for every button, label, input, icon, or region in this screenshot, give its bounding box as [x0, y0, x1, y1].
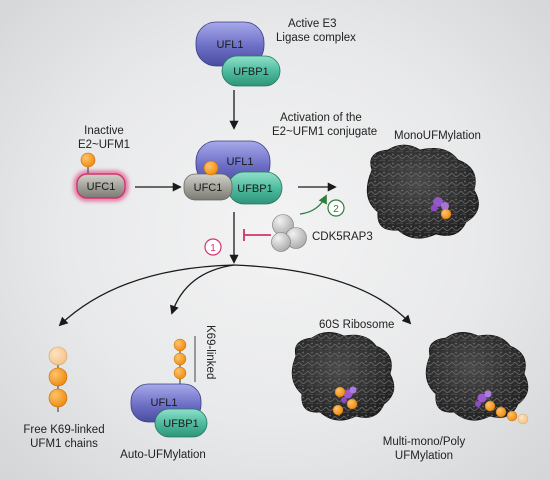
cdk5rap3-protein [271, 214, 307, 252]
ufl1-label-mid: UFL1 [227, 156, 254, 168]
k69-linked-label: K69-linked [204, 325, 216, 379]
ufm1-bead [80, 152, 96, 168]
cdk5rap3-label: CDK5RAP3 [312, 231, 373, 243]
multi-label-line2: UFMylation [395, 450, 453, 462]
free-chains-label-line2: UFM1 chains [30, 438, 98, 450]
ribosome-multi-mono [291, 332, 395, 421]
multi-label-line1: Multi-mono/Poly [383, 436, 466, 448]
ufc1-label-inactive: UFC1 [87, 181, 116, 193]
ufc1-label-mid: UFC1 [194, 182, 223, 194]
step2-badge: 2 [327, 199, 345, 217]
step1-badge: 1 [204, 238, 222, 256]
ufl1-label-auto: UFL1 [151, 397, 178, 409]
auto-ufmylation-complex: UFL1 UFBP1 [130, 338, 208, 438]
free-chains-label-line1: Free K69-linked [23, 424, 104, 436]
svg-text:1: 1 [210, 243, 216, 254]
inactive-label-line2: E2~UFM1 [78, 139, 130, 151]
free-ufm1-chain [48, 346, 68, 412]
mono-label: MonoUFMylation [394, 130, 481, 142]
inactive-label-line1: Inactive [84, 125, 124, 137]
active-e3-label-line1: Active E3 [288, 18, 337, 30]
activation-label-line2: E2~UFM1 conjugate [272, 126, 377, 138]
inhibition-bar [243, 229, 271, 241]
ribosome-mono [366, 144, 479, 239]
auto-ufmylation-label: Auto-UFMylation [120, 449, 206, 461]
branch-arrows [58, 264, 412, 327]
ufm1-bead-mid [203, 160, 219, 176]
ufl1-label-top: UFL1 [217, 39, 244, 51]
active-e3-complex: UFL1 UFBP1 [195, 21, 281, 87]
ribosome-60s-label: 60S Ribosome [319, 319, 394, 331]
active-e3-label-line2: Ligase complex [276, 32, 356, 44]
activation-label-line1: Activation of the [280, 112, 362, 124]
ribosome-poly [425, 332, 529, 425]
svg-text:2: 2 [333, 204, 339, 215]
ufbp1-label-top: UFBP1 [233, 66, 268, 78]
inactive-ufc1-ufm1: UFC1 [74, 152, 128, 201]
green-arrow-step2 [299, 194, 327, 215]
activated-complex: UFL1 UFBP1 UFC1 [183, 140, 283, 205]
ufbp1-label-mid: UFBP1 [237, 183, 272, 195]
ufbp1-label-auto: UFBP1 [163, 418, 198, 430]
